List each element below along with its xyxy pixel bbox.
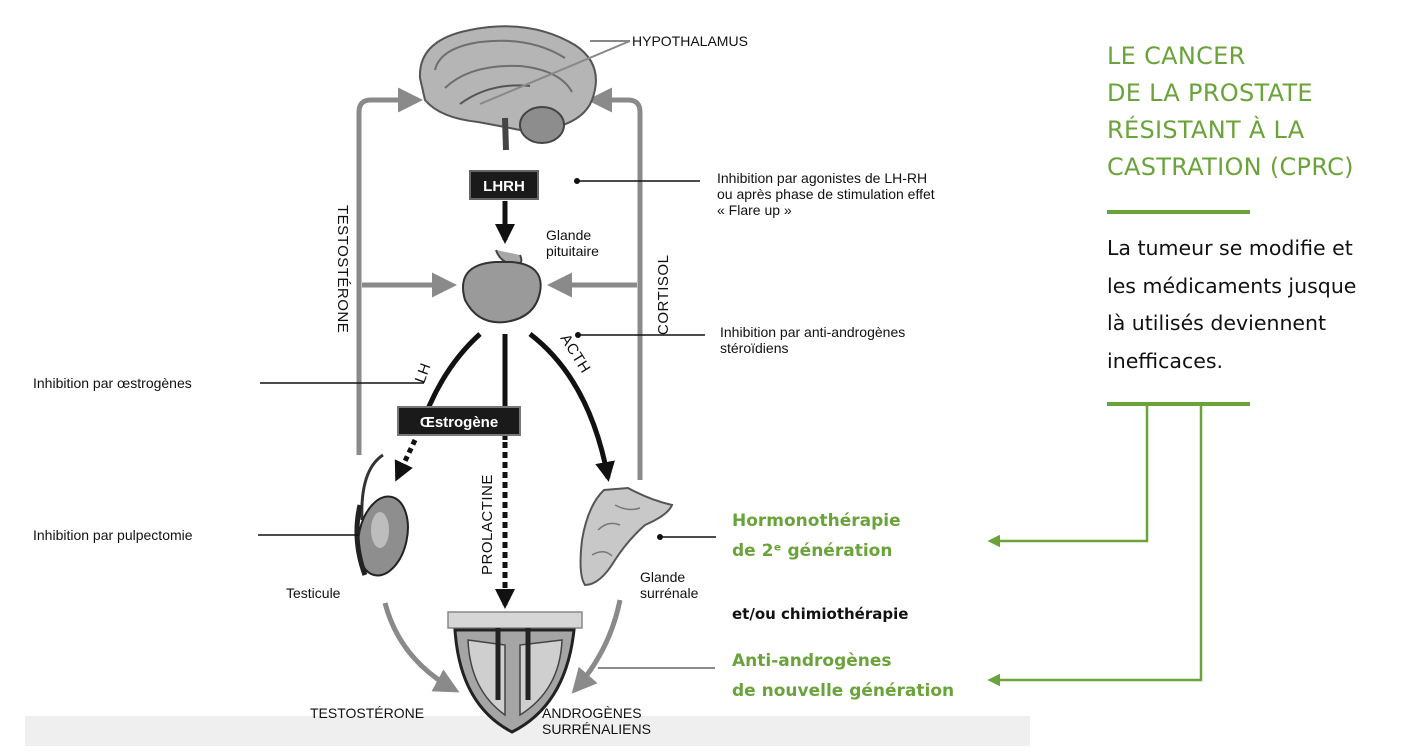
brain-icon	[418, 25, 597, 151]
lhrh-box	[469, 170, 539, 200]
panel-rule-bottom	[1107, 402, 1250, 406]
lh-label: LH	[412, 361, 435, 386]
oestrogen-inhibition-text: Inhibition par œstrogènes	[33, 375, 192, 391]
panel-title-line-3: RÉSISTANT À LA	[1107, 116, 1305, 144]
chemotherapy-text: et/ou chimiothérapie	[732, 605, 908, 623]
panel-rule-top	[1107, 210, 1250, 214]
panel-title-line-4: CASTRATION (CPRC)	[1107, 153, 1354, 181]
prostate-icon	[447, 611, 583, 734]
cprc-panel: LE CANCER DE LA PROSTATE RÉSISTANT À LA …	[1107, 38, 1402, 186]
testicle-label: Testicule	[286, 585, 341, 601]
hypothalamus-label: HYPOTHALAMUS	[632, 33, 748, 49]
pulpectomy-text: Inhibition par pulpectomie	[33, 527, 193, 543]
panel-title-line-1: LE CANCER	[1107, 42, 1246, 70]
adrenal-gland-icon	[579, 486, 674, 587]
panel-title-line-2: DE LA PROSTATE	[1107, 79, 1313, 107]
pituitary-gland-icon	[462, 249, 542, 324]
oestrogene-box	[397, 406, 521, 436]
green-connectors	[987, 405, 1203, 687]
testosterone-bottom-label: TESTOSTÉRONE	[310, 705, 424, 721]
lhrh-label: LHRH	[483, 178, 525, 195]
prolactine-label: PROLACTINE	[479, 474, 496, 575]
testicle-icon	[354, 453, 409, 577]
cortisol-label: CORTISOL	[655, 255, 672, 335]
panel-body-text: La tumeur se modifie et les médicaments …	[1107, 236, 1357, 373]
feedback-arrows	[356, 87, 643, 694]
testosterone-vertical-label: TESTOSTÉRONE	[334, 205, 351, 333]
hypothalamus-pointer	[479, 40, 631, 105]
oestrogene-label: Œstrogène	[420, 414, 498, 431]
